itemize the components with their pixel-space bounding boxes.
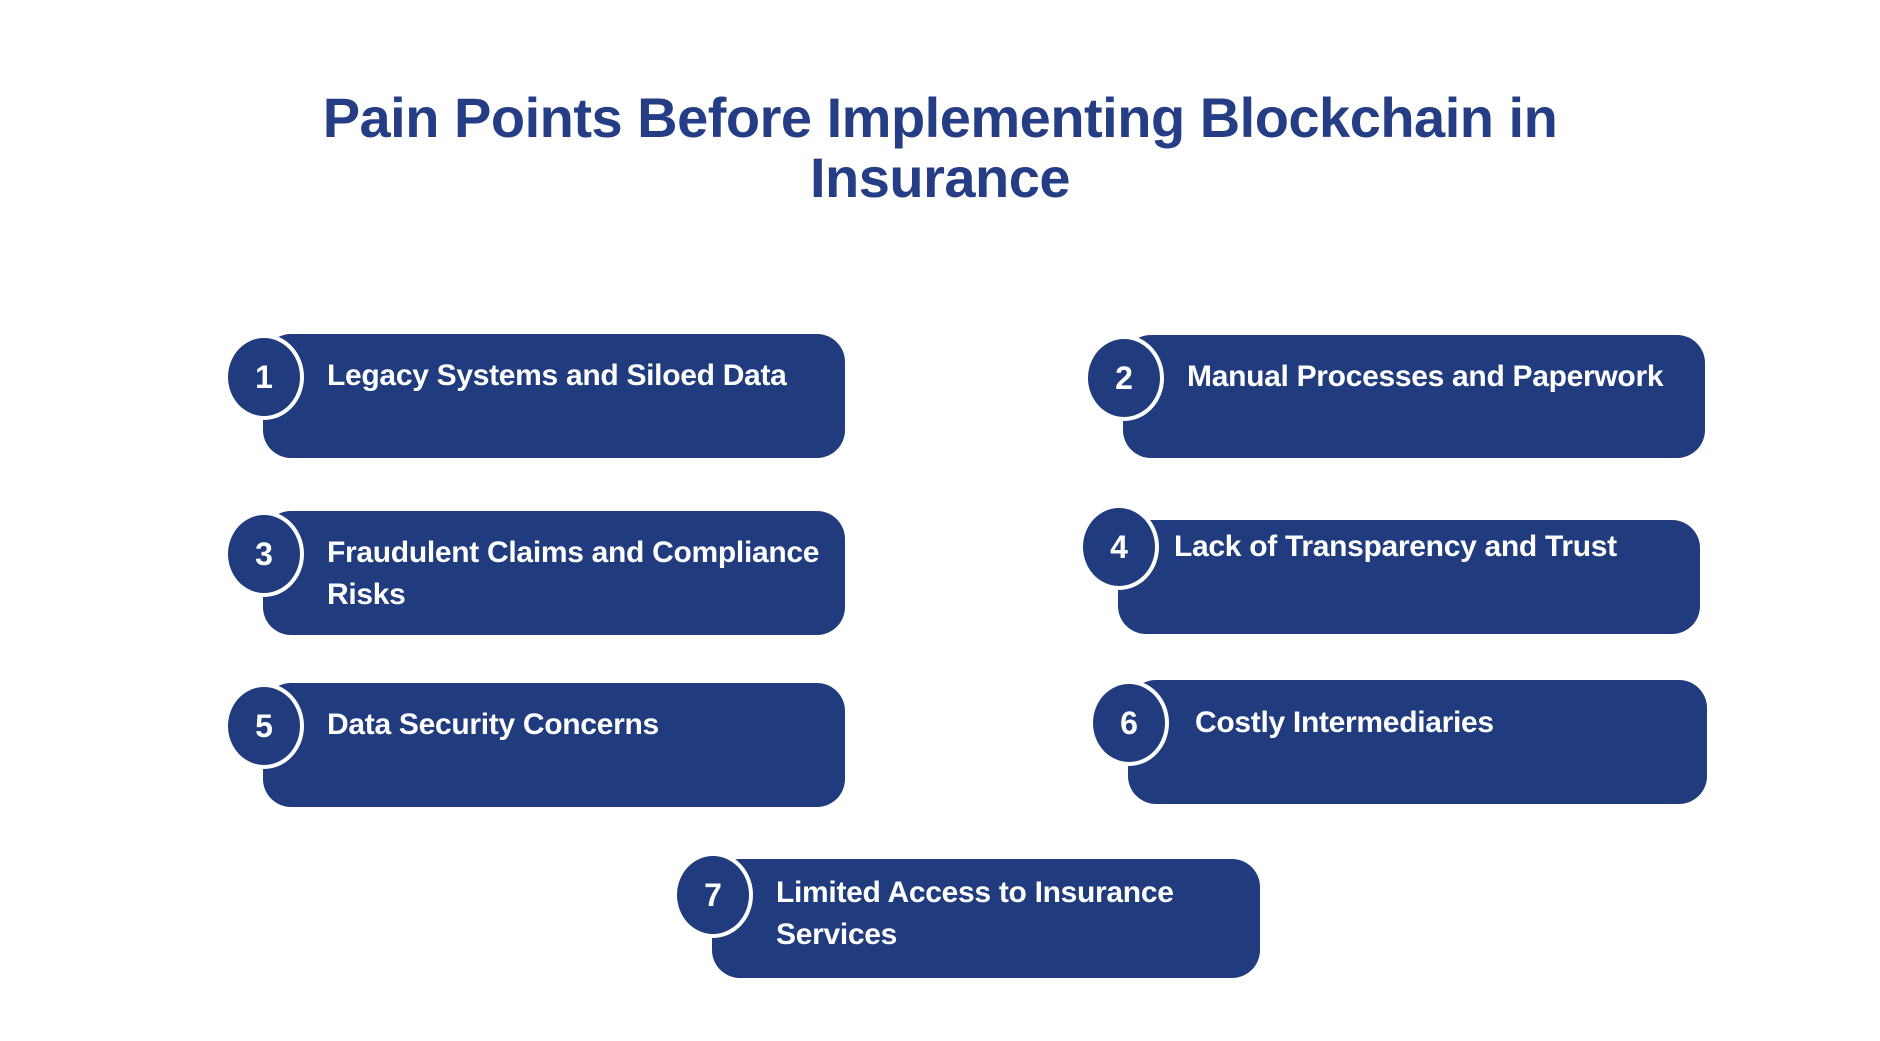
badge-number: 5 (255, 707, 273, 744)
pain-point-2: 2 Manual Processes and Paperwork (1084, 335, 1705, 458)
badge-number: 3 (255, 535, 273, 572)
pain-point-4-label: Lack of Transparency and Trust (1174, 530, 1617, 563)
number-badge-3: 3 (224, 511, 304, 597)
number-badge-7: 7 (673, 852, 753, 938)
page-title: Pain Points Before Implementing Blockcha… (322, 86, 1558, 209)
pain-point-1: 1 Legacy Systems and Siloed Data (224, 334, 845, 458)
badge-number: 4 (1110, 528, 1128, 565)
pain-point-6-label: Costly Intermediaries (1195, 706, 1494, 739)
pain-point-4: 4 Lack of Transparency and Trust (1079, 504, 1700, 634)
number-badge-4: 4 (1079, 504, 1159, 590)
pain-point-1-label: Legacy Systems and Siloed Data (327, 359, 787, 392)
pain-point-6: 6 Costly Intermediaries (1089, 680, 1707, 804)
badge-number: 1 (255, 358, 273, 395)
number-badge-1: 1 (224, 334, 304, 420)
number-badge-5: 5 (224, 683, 304, 769)
badge-number: 7 (704, 876, 722, 913)
badge-number: 6 (1120, 704, 1138, 741)
pain-point-5-label: Data Security Concerns (327, 708, 659, 741)
pain-point-2-label: Manual Processes and Paperwork (1187, 360, 1664, 393)
number-badge-2: 2 (1084, 335, 1164, 421)
pain-point-5: 5 Data Security Concerns (224, 683, 845, 807)
number-badge-6: 6 (1089, 680, 1169, 766)
badge-number: 2 (1115, 359, 1133, 396)
